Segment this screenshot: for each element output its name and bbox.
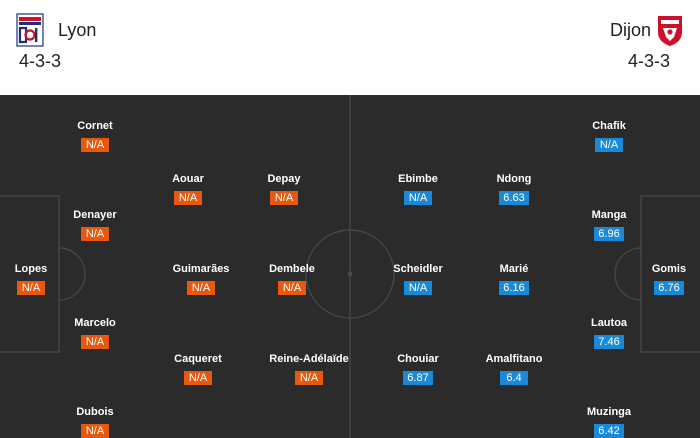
home-player-dembele[interactable]: Dembele N/A	[237, 262, 347, 296]
away-player-ebimbe[interactable]: Ebimbe N/A	[363, 172, 473, 206]
away-player-ndong[interactable]: Ndong 6.63	[459, 172, 569, 206]
home-player-aouar[interactable]: Aouar N/A	[133, 172, 243, 206]
player-rating: 6.96	[594, 227, 624, 241]
player-rating: N/A	[17, 281, 45, 295]
player-name: Chafik	[592, 120, 626, 132]
player-name: Lopes	[14, 263, 48, 275]
player-rating: 6.4	[500, 371, 528, 385]
player-rating: N/A	[81, 335, 109, 349]
player-name: Depay	[267, 173, 301, 185]
player-rating: N/A	[404, 191, 432, 205]
player-rating: 6.76	[654, 281, 684, 295]
player-name: Ebimbe	[398, 173, 438, 185]
away-player-amalfitano[interactable]: Amalfitano 6.4	[459, 352, 569, 386]
away-player-gomis[interactable]: Gomis 6.76	[614, 262, 700, 296]
player-name: Gomis	[651, 263, 687, 275]
player-rating: N/A	[295, 371, 323, 385]
home-formation: 4-3-3	[19, 51, 62, 71]
away-team-name[interactable]: Dijon	[609, 20, 651, 40]
player-rating: N/A	[174, 191, 202, 205]
player-rating: N/A	[278, 281, 306, 295]
away-player-marie[interactable]: Marié 6.16	[459, 262, 569, 296]
player-name: Cornet	[77, 120, 113, 132]
player-name: Aouar	[172, 173, 204, 185]
home-player-depay[interactable]: Depay N/A	[229, 172, 339, 206]
away-player-chafik[interactable]: Chafik N/A	[554, 119, 664, 153]
player-name: Manga	[591, 209, 627, 221]
player-name: Caqueret	[174, 353, 222, 365]
away-player-chouiar[interactable]: Chouiar 6.87	[363, 352, 473, 386]
home-player-reine-adelaide[interactable]: Reine-Adélaïde N/A	[254, 352, 364, 386]
player-name: Dembele	[269, 263, 315, 275]
player-name: Dubois	[76, 406, 114, 418]
player-name: Scheidler	[393, 263, 443, 275]
player-rating: 6.87	[403, 371, 433, 385]
player-name: Marcelo	[74, 317, 116, 329]
lyon-crest-icon	[16, 13, 44, 47]
home-player-lopes[interactable]: Lopes N/A	[0, 262, 86, 296]
away-player-muzinga[interactable]: Muzinga 6.42	[554, 405, 664, 438]
home-player-marcelo[interactable]: Marcelo N/A	[40, 316, 150, 350]
player-rating: 6.16	[499, 281, 529, 295]
home-team-name[interactable]: Lyon	[58, 20, 97, 40]
player-name: Reine-Adélaïde	[269, 353, 349, 365]
home-player-dubois[interactable]: Dubois N/A	[40, 405, 150, 438]
home-player-cornet[interactable]: Cornet N/A	[40, 119, 150, 153]
player-rating: N/A	[404, 281, 432, 295]
player-name: Amalfitano	[485, 353, 543, 365]
player-rating: 7.46	[594, 335, 624, 349]
player-name: Denayer	[73, 209, 117, 221]
pitch: Lopes N/A Cornet N/A Denayer N/A Marcelo…	[0, 95, 700, 438]
away-player-scheidler[interactable]: Scheidler N/A	[363, 262, 473, 296]
player-name: Ndong	[496, 173, 532, 185]
away-player-manga[interactable]: Manga 6.96	[554, 208, 664, 242]
home-player-caqueret[interactable]: Caqueret N/A	[143, 352, 253, 386]
player-rating: N/A	[184, 371, 212, 385]
player-rating: N/A	[81, 227, 109, 241]
dijon-crest-icon	[658, 16, 682, 46]
player-rating: N/A	[81, 138, 109, 152]
pitch-markings	[0, 95, 700, 438]
home-player-denayer[interactable]: Denayer N/A	[40, 208, 150, 242]
home-player-guimaraes[interactable]: Guimarães N/A	[146, 262, 256, 296]
away-formation: 4-3-3	[627, 51, 670, 71]
player-name: Lautoa	[590, 317, 628, 329]
match-header: Lyon 4-3-3 Dijon 4-3-3	[0, 0, 700, 95]
player-rating: N/A	[81, 424, 109, 438]
player-name: Muzinga	[587, 406, 631, 418]
player-rating: N/A	[270, 191, 298, 205]
player-rating: N/A	[595, 138, 623, 152]
away-player-lautoa[interactable]: Lautoa 7.46	[554, 316, 664, 350]
player-rating: 6.42	[594, 424, 624, 438]
player-rating: 6.63	[499, 191, 529, 205]
player-name: Chouiar	[397, 353, 439, 365]
player-rating: N/A	[187, 281, 215, 295]
player-name: Marié	[499, 263, 529, 275]
player-name: Guimarães	[172, 263, 230, 275]
